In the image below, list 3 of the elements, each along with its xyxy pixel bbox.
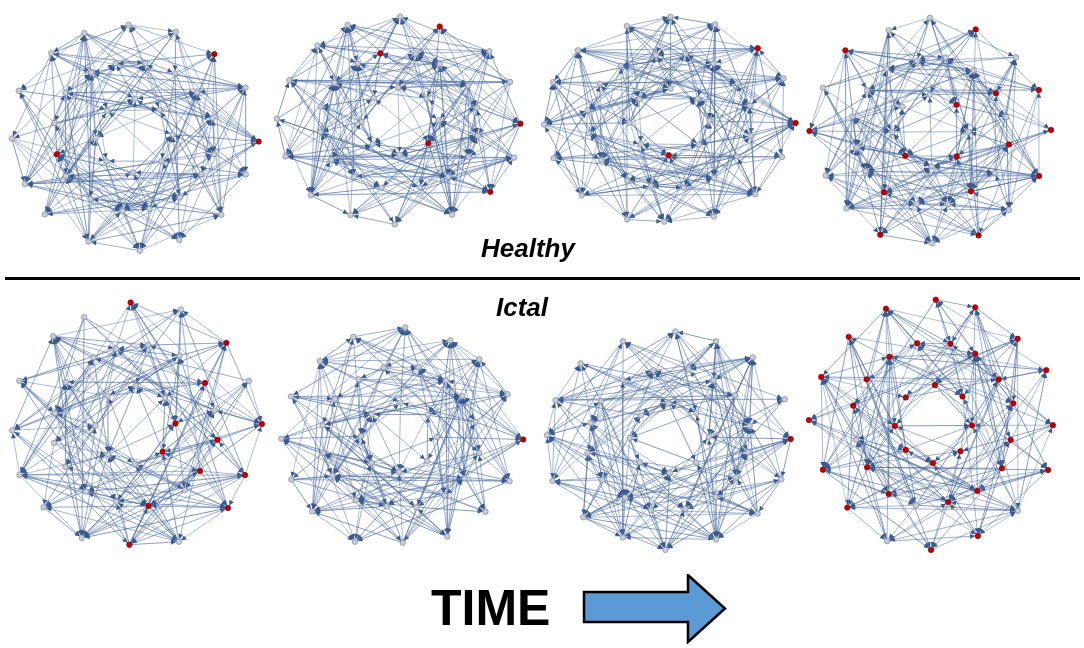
group-label: Ictal <box>496 294 548 320</box>
group-label: Healthy <box>481 235 575 261</box>
axis-label: TIME <box>431 583 551 633</box>
